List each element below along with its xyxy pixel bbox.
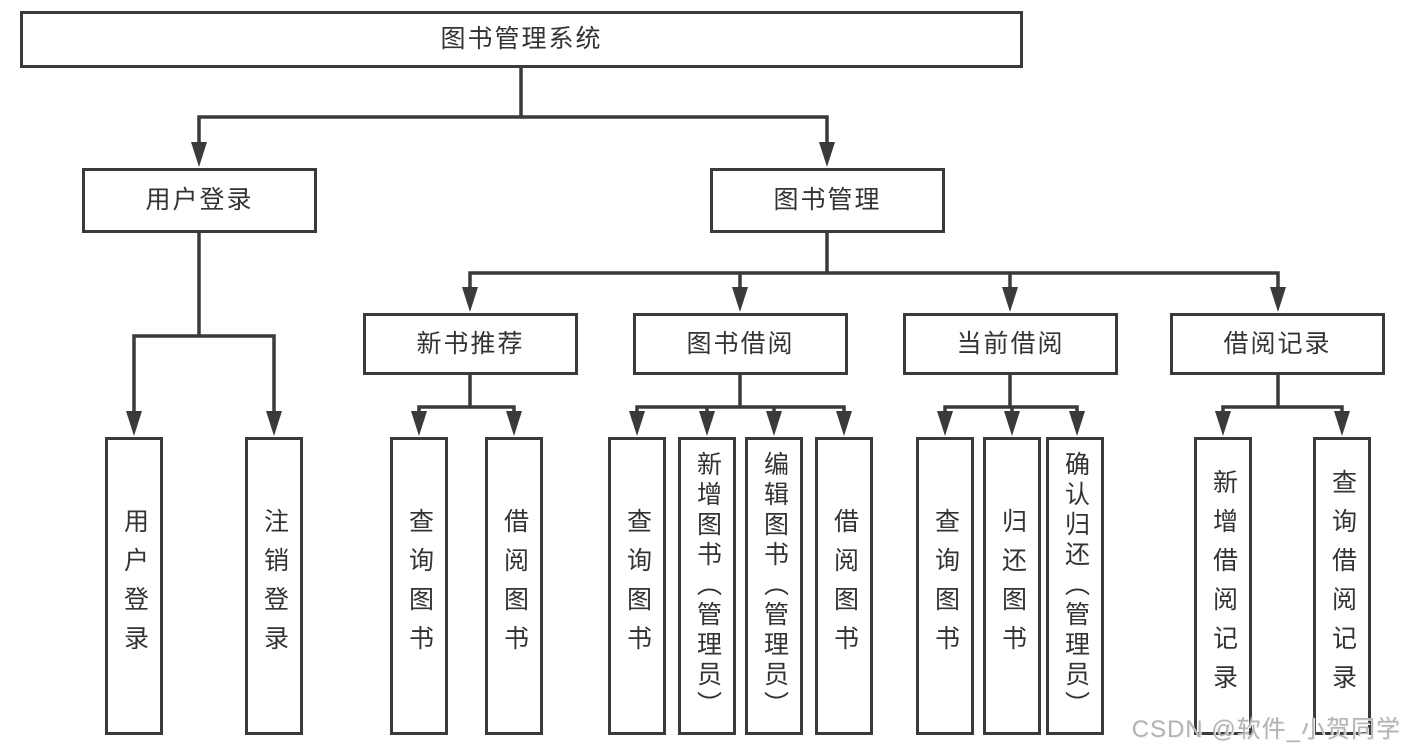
arrow-down-icon <box>766 411 782 436</box>
node-book-management-system: 图书管理系统 <box>20 11 1023 68</box>
arrow-down-icon <box>1069 411 1085 436</box>
node-current-borrowing: 当前借阅 <box>903 313 1118 375</box>
arrow-down-icon <box>937 411 953 436</box>
node-user-login-leaf: 用户登录 <box>105 437 163 735</box>
node-query-books-borrowing: 查询图书 <box>608 437 666 735</box>
node-book-borrowing: 图书借阅 <box>633 313 848 375</box>
node-edit-book-admin: 编辑图书（管理员） <box>745 437 803 735</box>
node-return-books: 归还图书 <box>983 437 1041 735</box>
node-new-book-recommend: 新书推荐 <box>363 313 578 375</box>
arrow-down-icon <box>191 142 207 167</box>
arrow-down-icon <box>1002 287 1018 312</box>
node-user-login: 用户登录 <box>82 168 317 233</box>
arrow-down-icon <box>266 411 282 436</box>
node-query-books-recommend: 查询图书 <box>390 437 448 735</box>
arrow-down-icon <box>629 411 645 436</box>
node-borrow-books: 借阅图书 <box>815 437 873 735</box>
arrow-down-icon <box>1004 411 1020 436</box>
csdn-watermark: CSDN @软件_小贺同学 <box>1131 716 1401 743</box>
node-add-book-admin: 新增图书（管理员） <box>678 437 736 735</box>
arrow-down-icon <box>836 411 852 436</box>
arrow-down-icon <box>1215 411 1231 436</box>
node-borrow-books-recommend: 借阅图书 <box>485 437 543 735</box>
arrow-down-icon <box>1270 287 1286 312</box>
arrow-down-icon <box>462 287 478 312</box>
node-query-books-current: 查询图书 <box>916 437 974 735</box>
arrow-down-icon <box>506 411 522 436</box>
node-logout: 注销登录 <box>245 437 303 735</box>
arrow-down-icon <box>732 287 748 312</box>
node-query-borrow-record: 查询借阅记录 <box>1313 437 1371 735</box>
arrow-down-icon <box>819 142 835 167</box>
node-confirm-return-admin: 确认归还（管理员） <box>1046 437 1104 735</box>
arrow-down-icon <box>1334 411 1350 436</box>
node-add-borrow-record: 新增借阅记录 <box>1194 437 1252 735</box>
node-borrowing-records: 借阅记录 <box>1170 313 1385 375</box>
arrow-down-icon <box>699 411 715 436</box>
arrow-down-icon <box>411 411 427 436</box>
arrow-down-icon <box>126 411 142 436</box>
node-book-management: 图书管理 <box>710 168 945 233</box>
